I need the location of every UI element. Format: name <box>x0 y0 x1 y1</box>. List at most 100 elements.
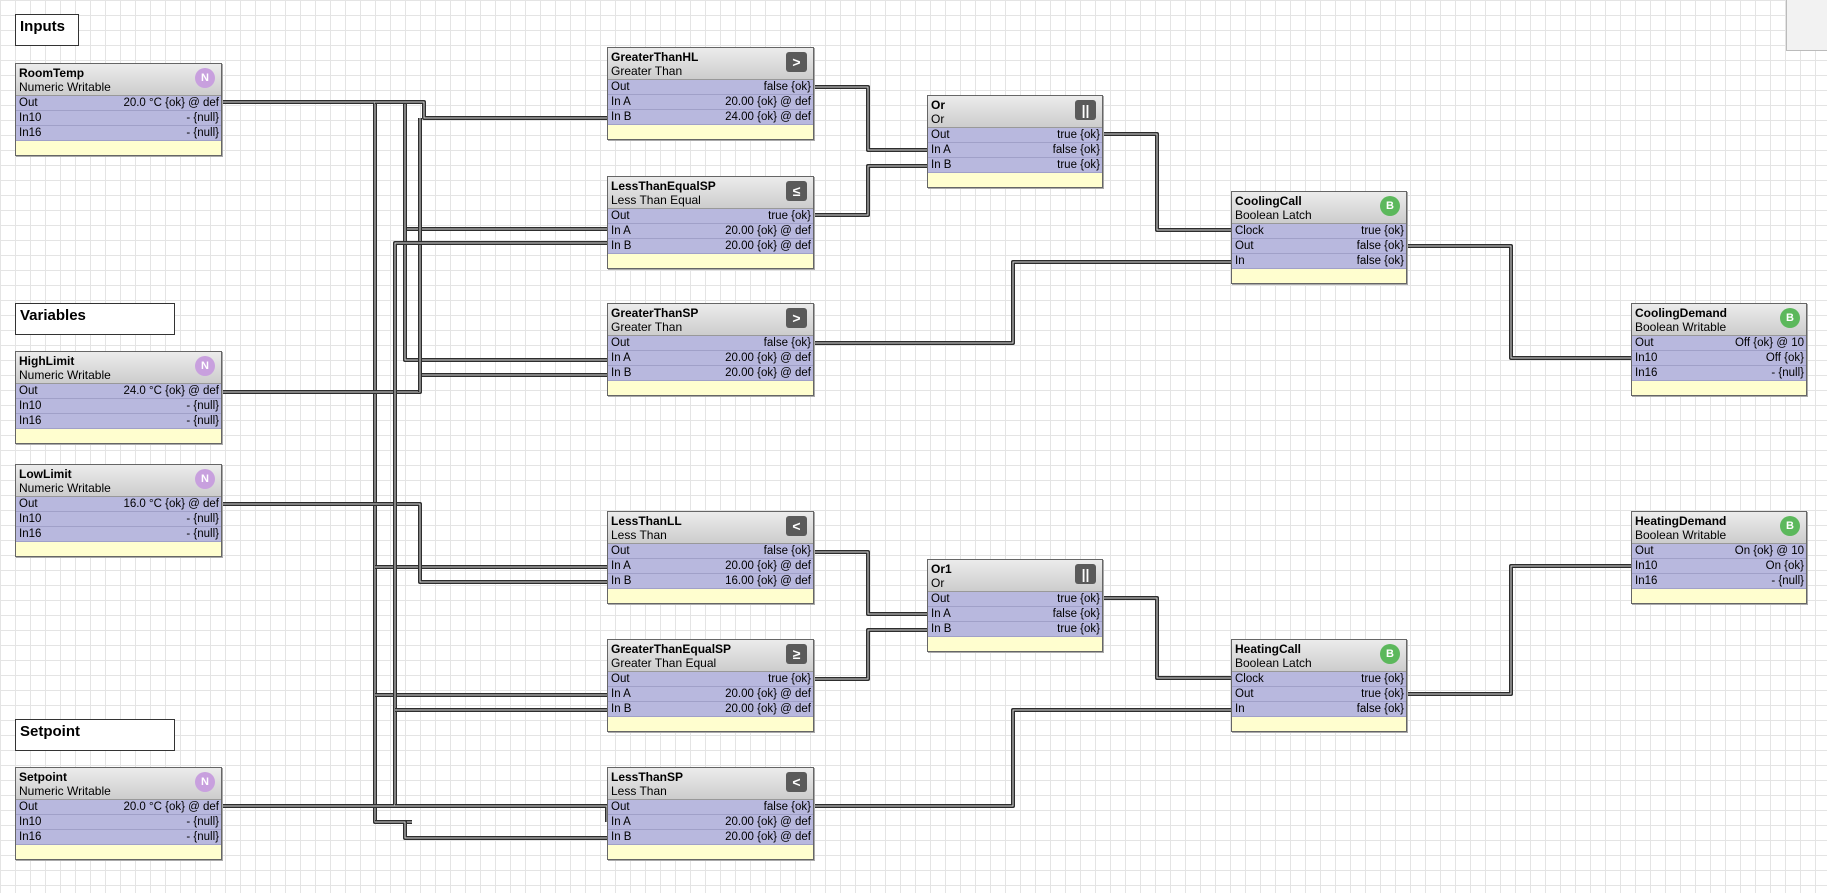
canvas-corner <box>1786 0 1827 51</box>
slot-in10[interactable]: In10- {null} <box>16 512 221 527</box>
slot-value: false {ok} <box>1356 255 1404 267</box>
section-label-setpoint: Setpoint <box>15 719 175 751</box>
block-title: Setpoint <box>19 770 67 784</box>
block-type: Boolean Latch <box>1235 656 1312 670</box>
slot-name: In10 <box>19 400 42 412</box>
slot-in10[interactable]: In10- {null} <box>16 399 221 414</box>
slot-in16[interactable]: In16- {null} <box>16 830 221 845</box>
numeric-badge-icon: N <box>195 469 215 489</box>
slot-name: In16 <box>19 415 42 427</box>
wire-11 <box>375 820 607 840</box>
block-footer <box>1632 591 1806 603</box>
slot-in16[interactable]: In16- {null} <box>16 527 221 542</box>
wire-highlight-21 <box>1407 245 1631 359</box>
slot-name: In A <box>611 688 631 700</box>
wire-9 <box>222 241 607 808</box>
slot-in16[interactable]: In16- {null} <box>1632 574 1806 589</box>
slot-in10[interactable]: In10- {null} <box>16 815 221 830</box>
slot-in16[interactable]: In16- {null} <box>16 126 221 141</box>
wire-12 <box>395 804 609 822</box>
slot-in16[interactable]: In16- {null} <box>1632 366 1806 381</box>
slot-name: In16 <box>19 127 42 139</box>
slot-in10[interactable]: In10- {null} <box>16 111 221 126</box>
block-type: Greater Than <box>611 64 683 78</box>
slot-in16[interactable]: In16- {null} <box>16 414 221 429</box>
slot-value: 16.00 {ok} @ def <box>725 575 811 587</box>
slot-value: false {ok} <box>763 81 811 93</box>
wire-highlight-1 <box>375 101 607 230</box>
slot-name: In B <box>611 831 632 843</box>
